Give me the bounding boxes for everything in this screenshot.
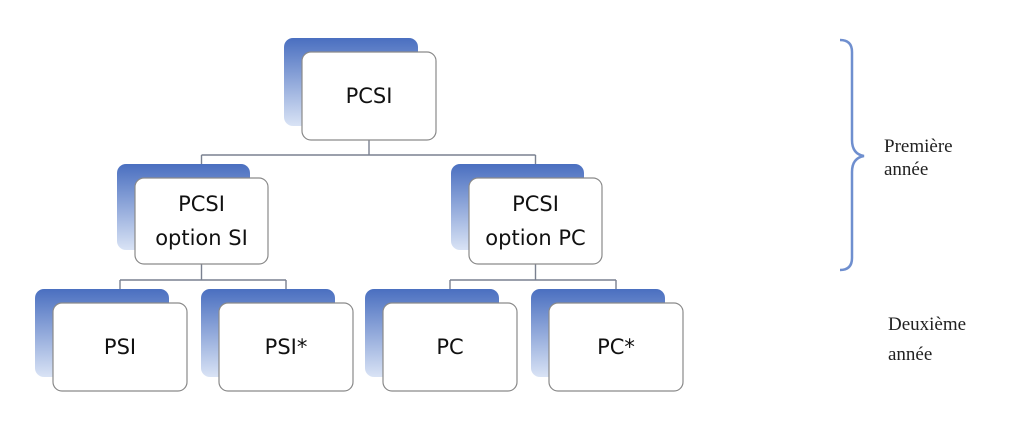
connector-pcsi: [200, 140, 537, 164]
connector-pcsi-option-si: [119, 264, 287, 289]
node-psi-star: PSI*: [201, 289, 354, 392]
first-year-label-line-2: année: [884, 159, 928, 180]
node-label: PSI*: [265, 335, 308, 359]
node-box: [52, 302, 188, 392]
node-box: [134, 177, 269, 265]
node-label: PC*: [597, 335, 635, 359]
node-pc-star: PC*: [531, 289, 684, 392]
node-pcsi-option-pc: PCSI option PC: [451, 164, 603, 265]
node-box: [218, 302, 354, 392]
node-pcsi-option-si: PCSI option SI: [117, 164, 269, 265]
first-year-label: Première année: [884, 136, 953, 180]
node-box: [382, 302, 518, 392]
node-label: option SI: [155, 226, 248, 250]
node-label: PCSI: [178, 192, 225, 216]
node-label: PCSI: [512, 192, 559, 216]
node-box: [301, 51, 437, 141]
node-label: PCSI: [346, 84, 393, 108]
node-label: option PC: [485, 226, 585, 250]
node-psi: PSI: [35, 289, 188, 392]
first-year-brace: [839, 38, 865, 272]
second-year-label: Deuxième année: [888, 314, 966, 365]
node-box: [548, 302, 684, 392]
node-pc: PC: [365, 289, 518, 392]
connectors: [119, 140, 617, 289]
node-label: PC: [436, 335, 463, 359]
second-year-label-line-2: année: [888, 344, 932, 365]
connector-pcsi-option-pc: [449, 264, 617, 289]
node-pcsi: PCSI: [284, 38, 437, 141]
second-year-label-line-1: Deuxième: [888, 314, 966, 335]
first-year-label-line-1: Première: [884, 136, 953, 157]
node-label: PSI: [104, 335, 136, 359]
nodes: PCSI PCSI option SI PCSI option PC PSI PSI* PC P…: [35, 38, 684, 392]
node-box: [468, 177, 603, 265]
